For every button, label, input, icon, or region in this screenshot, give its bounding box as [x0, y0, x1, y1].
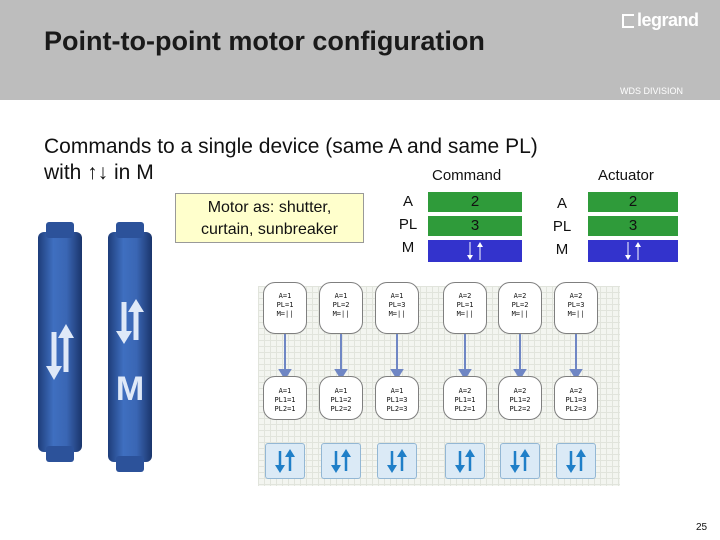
- actuator-m-arrows-icon: [625, 242, 641, 260]
- command-device-line: PL=1: [276, 301, 294, 309]
- actuator-device-2: A=1 PL1=2 PL2=2: [319, 376, 363, 420]
- actuator-device-4: A=2 PL1=1 PL2=1: [443, 376, 487, 420]
- command-device-line: M=||: [567, 310, 585, 318]
- configurator-up-down: [38, 222, 82, 462]
- actuator-device-line: A=2: [513, 387, 527, 395]
- actuator-label: Actuator: [598, 167, 654, 184]
- load-up-down-icon-4: [445, 443, 485, 479]
- actuator-device-line: PL1=3: [565, 396, 587, 404]
- svg-text:M: M: [116, 370, 144, 408]
- command-device-line: A=1: [278, 292, 292, 300]
- configurator-m: M: [108, 222, 152, 472]
- actuator-device-line: A=1: [390, 387, 404, 395]
- actuator-device-line: PL2=3: [386, 405, 408, 413]
- actuator-device-line: PL2=2: [509, 405, 531, 413]
- actuator-device-6: A=2 PL1=3 PL2=3: [554, 376, 598, 420]
- actuator-device-line: A=1: [334, 387, 348, 395]
- command-pl-label: PL: [398, 216, 418, 233]
- motor-note-line-2: curtain, sunbreaker: [201, 221, 338, 238]
- actuator-device-line: PL2=2: [330, 405, 352, 413]
- command-device-line: PL=1: [456, 301, 474, 309]
- actuator-device-3: A=1 PL1=3 PL2=3: [375, 376, 419, 420]
- command-device-line: PL=3: [388, 301, 406, 309]
- actuator-device-line: PL1=2: [330, 396, 352, 404]
- actuator-device-line: PL2=1: [454, 405, 476, 413]
- load-up-down-icon-1: [265, 443, 305, 479]
- cable-connections: [278, 330, 583, 380]
- command-a-value: 2: [428, 192, 522, 212]
- actuator-device-line: PL1=3: [386, 396, 408, 404]
- actuator-device-line: PL2=1: [274, 405, 296, 413]
- subtitle-line-1: Commands to a single device (same A and …: [44, 135, 538, 158]
- command-pl-value: 3: [428, 216, 522, 236]
- actuator-device-5: A=2 PL1=2 PL2=2: [498, 376, 542, 420]
- division-label: WDS DIVISION: [620, 86, 684, 96]
- command-device-line: PL=2: [332, 301, 350, 309]
- actuator-device-line: PL2=3: [565, 405, 587, 413]
- load-up-down-icon-3: [377, 443, 417, 479]
- command-m-value: [428, 240, 522, 262]
- actuator-m-label: M: [555, 241, 569, 258]
- actuator-device-line: A=1: [278, 387, 292, 395]
- motor-note-line-1: Motor as: shutter,: [207, 199, 332, 216]
- legrand-logo-text: legrand: [637, 10, 699, 30]
- actuator-device-line: A=2: [569, 387, 583, 395]
- actuator-device-line: PL1=1: [274, 396, 296, 404]
- slide-title: Point-to-point motor configuration: [44, 26, 485, 56]
- command-device-4: A=2 PL=1 M=||: [443, 282, 487, 334]
- command-device-3: A=1 PL=3 M=||: [375, 282, 419, 334]
- command-device-line: PL=2: [511, 301, 529, 309]
- page-number: 25: [696, 522, 708, 533]
- motor-note: Motor as: shutter, curtain, sunbreaker: [175, 193, 364, 243]
- up-down-arrows-icon: [275, 449, 586, 473]
- slide-header: Point-to-point motor configuration legra…: [0, 0, 720, 100]
- legrand-logo-icon: [622, 13, 634, 28]
- slide-subtitle: Commands to a single device (same A and …: [44, 134, 538, 186]
- actuator-device-line: PL1=1: [454, 396, 476, 404]
- actuator-device-1: A=1 PL1=1 PL2=1: [263, 376, 307, 420]
- command-device-line: A=2: [569, 292, 583, 300]
- load-up-down-icon-5: [500, 443, 540, 479]
- load-up-down-icon-2: [321, 443, 361, 479]
- command-device-5: A=2 PL=2 M=||: [498, 282, 542, 334]
- command-device-line: M=||: [388, 310, 406, 318]
- command-a-label: A: [402, 193, 413, 210]
- actuator-device-line: A=2: [458, 387, 472, 395]
- actuator-device-line: PL1=2: [509, 396, 531, 404]
- command-device-line: M=||: [456, 310, 474, 318]
- actuator-a-label: A: [556, 195, 567, 212]
- actuator-m-value: [588, 240, 678, 262]
- command-m-arrows-icon: [467, 242, 483, 260]
- command-device-line: A=1: [334, 292, 348, 300]
- command-device-line: M=||: [276, 310, 294, 318]
- command-device-6: A=2 PL=3 M=||: [554, 282, 598, 334]
- actuator-pl-label: PL: [552, 218, 572, 235]
- legrand-logo: legrand: [622, 10, 699, 31]
- load-up-down-icon-6: [556, 443, 596, 479]
- command-device-line: PL=3: [567, 301, 585, 309]
- command-device-line: M=||: [511, 310, 529, 318]
- command-device-line: M=||: [332, 310, 350, 318]
- command-label: Command: [432, 167, 502, 184]
- command-device-line: A=1: [390, 292, 404, 300]
- command-device-1: A=1 PL=1 M=||: [263, 282, 307, 334]
- configurator-images: M: [38, 222, 152, 472]
- command-device-line: A=2: [513, 292, 527, 300]
- command-device-line: A=2: [458, 292, 472, 300]
- actuator-pl-value: 3: [588, 216, 678, 236]
- command-m-label: M: [401, 239, 415, 256]
- actuator-a-value: 2: [588, 192, 678, 212]
- command-device-2: A=1 PL=2 M=||: [319, 282, 363, 334]
- subtitle-line-2: with ↑↓ in M: [44, 161, 154, 184]
